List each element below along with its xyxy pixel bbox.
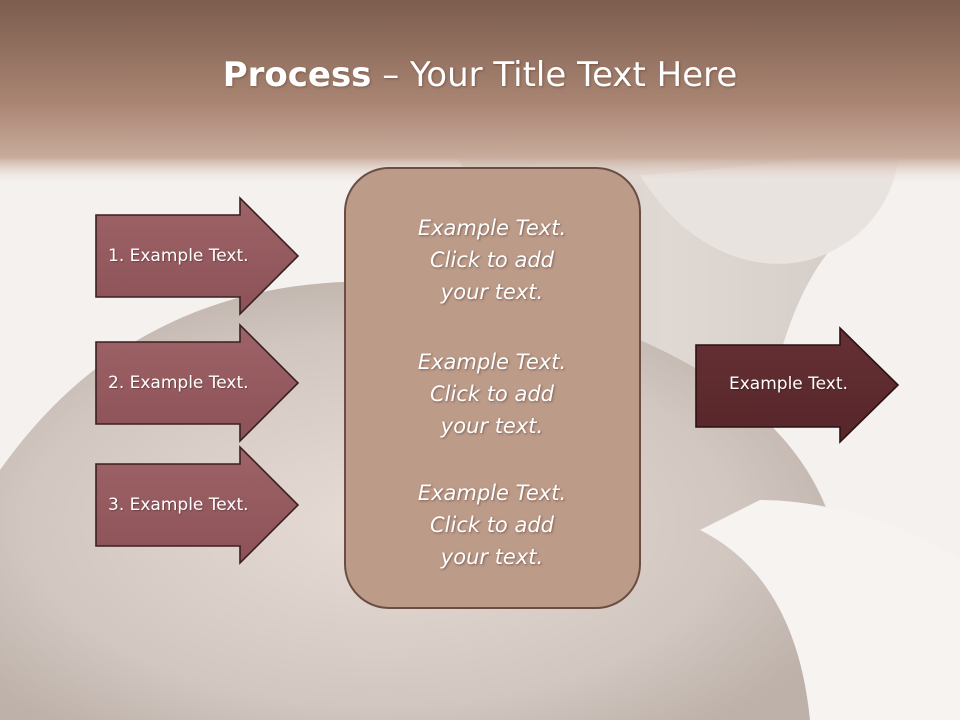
center-2-line-3: your text. (440, 414, 544, 438)
center-2-line-1: Example Text. (417, 350, 567, 374)
center-1-line-2: Click to add (429, 248, 554, 272)
center-3-line-2: Click to add (429, 513, 554, 537)
center-text-2[interactable]: Example Text. Click to add your text. (346, 346, 638, 442)
center-text-1[interactable]: Example Text. Click to add your text. (346, 212, 638, 308)
title-rest: – Your Title Text Here (371, 55, 738, 95)
input-label-2: 2. Example Text. (108, 373, 249, 393)
center-1-line-3: your text. (440, 280, 544, 304)
slide-title[interactable]: Process – Your Title Text Here (0, 52, 960, 98)
output-arrow[interactable] (695, 326, 900, 444)
title-bold: Process (222, 55, 372, 95)
center-2-line-2: Click to add (429, 382, 554, 406)
center-3-line-3: your text. (440, 545, 544, 569)
center-text-3[interactable]: Example Text. Click to add your text. (346, 477, 638, 573)
input-arrow-2[interactable] (95, 323, 300, 443)
center-3-line-1: Example Text. (417, 481, 567, 505)
input-label-1: 1. Example Text. (108, 246, 249, 266)
input-arrow-1[interactable] (95, 196, 300, 316)
center-box[interactable] (344, 167, 641, 609)
input-label-3: 3. Example Text. (108, 495, 249, 515)
output-label: Example Text. (729, 374, 848, 394)
center-1-line-1: Example Text. (417, 216, 567, 240)
input-arrow-3[interactable] (95, 445, 300, 565)
